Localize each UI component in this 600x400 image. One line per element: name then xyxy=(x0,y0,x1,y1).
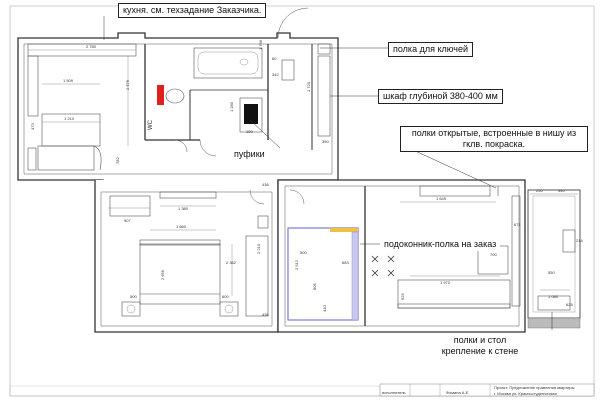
dim-1720: 1 720 xyxy=(306,81,311,92)
bedroom-window-sill xyxy=(159,191,217,199)
callout-sill-shelf: подоконник-полка на заказ xyxy=(380,238,501,251)
dim-600: 600 xyxy=(222,294,229,299)
bedroom-desk xyxy=(109,195,151,217)
sill-highlight xyxy=(330,228,358,232)
balcony-chair xyxy=(562,229,576,253)
kitchen-wall-cabinet xyxy=(27,147,37,171)
dim-2512: 2 512 xyxy=(294,259,299,270)
right-wall-shelf xyxy=(511,195,521,307)
bedroom-door-arc xyxy=(249,189,265,205)
toilet-accent xyxy=(157,85,164,105)
dim-782: 782 xyxy=(115,157,120,164)
dim-1280: 1 280 xyxy=(229,101,234,112)
dim-350: 350 xyxy=(322,139,329,144)
bedroom-wall-shelf xyxy=(257,215,269,229)
dim-1972: 1 972 xyxy=(440,280,451,285)
nightstand-left xyxy=(121,301,141,317)
stamp-line1: Проект: Предложение правления квартиры xyxy=(494,385,575,390)
nightstand-right-lamp xyxy=(224,304,234,314)
callout-kitchen: кухня. см. техзадание Заказчика. xyxy=(118,3,267,18)
bedroom-wardrobe xyxy=(245,235,269,317)
dim-1509: 1 509 xyxy=(63,78,74,83)
toilet-icon xyxy=(165,88,185,104)
bed xyxy=(139,243,221,305)
dim-2576: 2 576 xyxy=(125,79,130,90)
sofa-back xyxy=(397,303,511,309)
dim-700: 700 xyxy=(490,252,497,257)
wc-label: WC xyxy=(148,119,154,130)
bed-headboard xyxy=(139,239,221,246)
dim-805: 805 xyxy=(312,283,317,290)
dim-410: 410 xyxy=(322,305,327,312)
dimension-lines xyxy=(28,49,578,296)
dim-550: 550 xyxy=(548,270,555,275)
dim-500: 500 xyxy=(130,294,137,299)
balcony-rail xyxy=(527,317,581,329)
dim-1080: 1 080 xyxy=(548,294,559,299)
sink-icon xyxy=(239,58,249,66)
pouf xyxy=(281,59,295,81)
balcony-desk xyxy=(537,295,571,311)
dim-2210: 2 210 xyxy=(256,243,261,254)
stamp-role: исполнитель xyxy=(382,390,406,395)
dim-2780: 2 780 xyxy=(86,44,97,49)
bathtub xyxy=(193,47,263,79)
dim-250: 250 xyxy=(536,188,543,193)
dim-500b: 500 xyxy=(300,250,307,255)
nightstand-left-lamp xyxy=(126,304,136,314)
stamp-name: Фомина А.Е. xyxy=(446,390,469,395)
callout-wardrobe: шкаф глубиной 380-400 мм xyxy=(378,89,503,104)
outer-wall-lower-left xyxy=(94,180,279,333)
outer-wall-lower-right xyxy=(277,179,526,333)
dim-436a: 436 xyxy=(262,182,269,187)
nightstand-right xyxy=(219,301,239,317)
dim-2656: 2 656 xyxy=(160,269,165,280)
kitchen-sofa xyxy=(37,145,95,171)
bathtub-inner xyxy=(197,51,259,75)
dim-342: 342 xyxy=(272,72,279,77)
dim-2362: 2 362 xyxy=(226,260,237,265)
dim-1210: 1 210 xyxy=(64,116,75,121)
stamp-line2: г. Москва ул. Красностуденческая xyxy=(494,391,557,396)
bath-door-arc xyxy=(199,139,217,157)
washer xyxy=(239,97,263,133)
callout-shelf-table: полки и стол крепление к стене xyxy=(430,334,530,358)
dim-1766: 1 766 xyxy=(258,39,263,50)
wc-door-arc xyxy=(174,139,188,153)
dim-907: 907 xyxy=(124,218,131,223)
floor-lamp-icons xyxy=(371,255,395,277)
dim-1660: 1 660 xyxy=(176,224,187,229)
callout-key-shelf: полка для ключей xyxy=(388,42,474,57)
kitchen-side-counter xyxy=(27,55,39,117)
dim-436b: 436 xyxy=(262,312,269,317)
outer-wall-upper-inner xyxy=(23,43,333,175)
dim-625b: 625 xyxy=(566,302,573,307)
dim-440: 440 xyxy=(558,188,565,193)
key-shelf xyxy=(317,43,331,55)
dim-1649: 1 649 xyxy=(436,196,447,201)
room-door-arc xyxy=(289,189,305,205)
balcony-inner xyxy=(532,195,576,313)
outer-wall-upper xyxy=(17,32,339,191)
callout-open-shelves: полки открытые, встроенные в нишу из гкл… xyxy=(400,126,588,152)
dim-671: 671 xyxy=(514,222,521,227)
dim-190: 190 xyxy=(246,129,253,134)
dim-60: 60 xyxy=(272,56,277,61)
kitchen-sofa-curve xyxy=(93,145,102,171)
dim-1380: 1 380 xyxy=(178,206,189,211)
dim-625: 625 xyxy=(400,293,405,300)
dim-473: 473 xyxy=(30,123,35,130)
dim-214: 214 xyxy=(576,238,583,243)
middle-room-shelving xyxy=(351,231,359,321)
dim-683: 683 xyxy=(342,260,349,265)
washer-door xyxy=(244,104,258,124)
title-block: исполнитель Фомина А.Е. Проект: Предложе… xyxy=(9,383,595,397)
callout-poufs: пуфики xyxy=(230,148,269,161)
tv-unit xyxy=(419,185,491,197)
entrance-door-arc xyxy=(277,7,309,39)
